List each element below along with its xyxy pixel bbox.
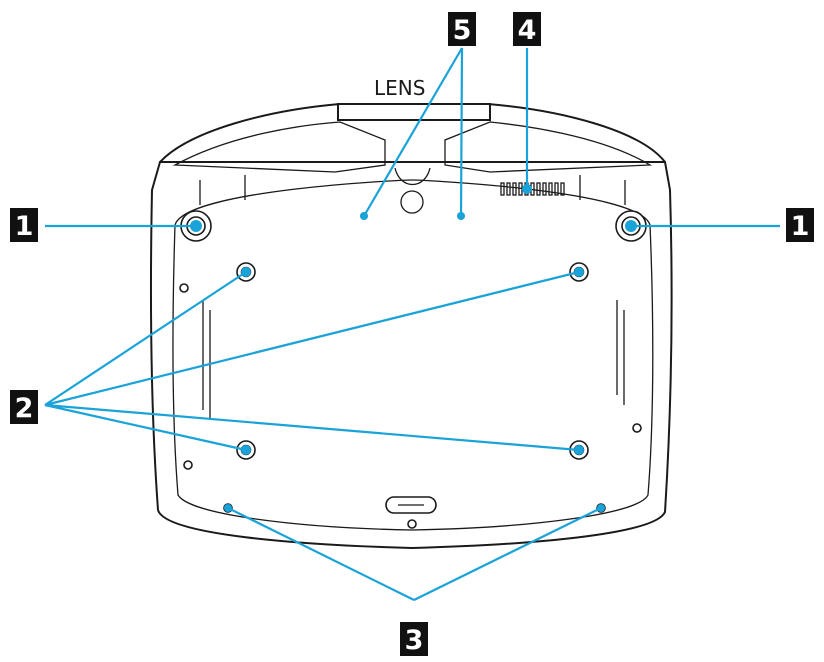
callout-5-label: 5	[453, 15, 472, 46]
callout-5: 5	[448, 12, 476, 46]
leader-lines	[44, 47, 780, 601]
callout-1-right: 1	[786, 208, 814, 242]
vent-slots	[500, 182, 565, 196]
callout-1-left-label: 1	[15, 211, 34, 242]
callout-3-label: 3	[405, 625, 424, 656]
callout-3: 3	[400, 622, 428, 656]
callout-1-right-label: 1	[791, 211, 810, 242]
callout-4: 4	[513, 12, 541, 46]
lens-label: LENS	[374, 76, 425, 100]
callout-4-label: 4	[518, 15, 537, 46]
projector-body	[149, 103, 673, 550]
callout-1-left: 1	[10, 208, 38, 242]
callout-2: 2	[10, 390, 38, 424]
callout-2-label: 2	[15, 393, 34, 424]
